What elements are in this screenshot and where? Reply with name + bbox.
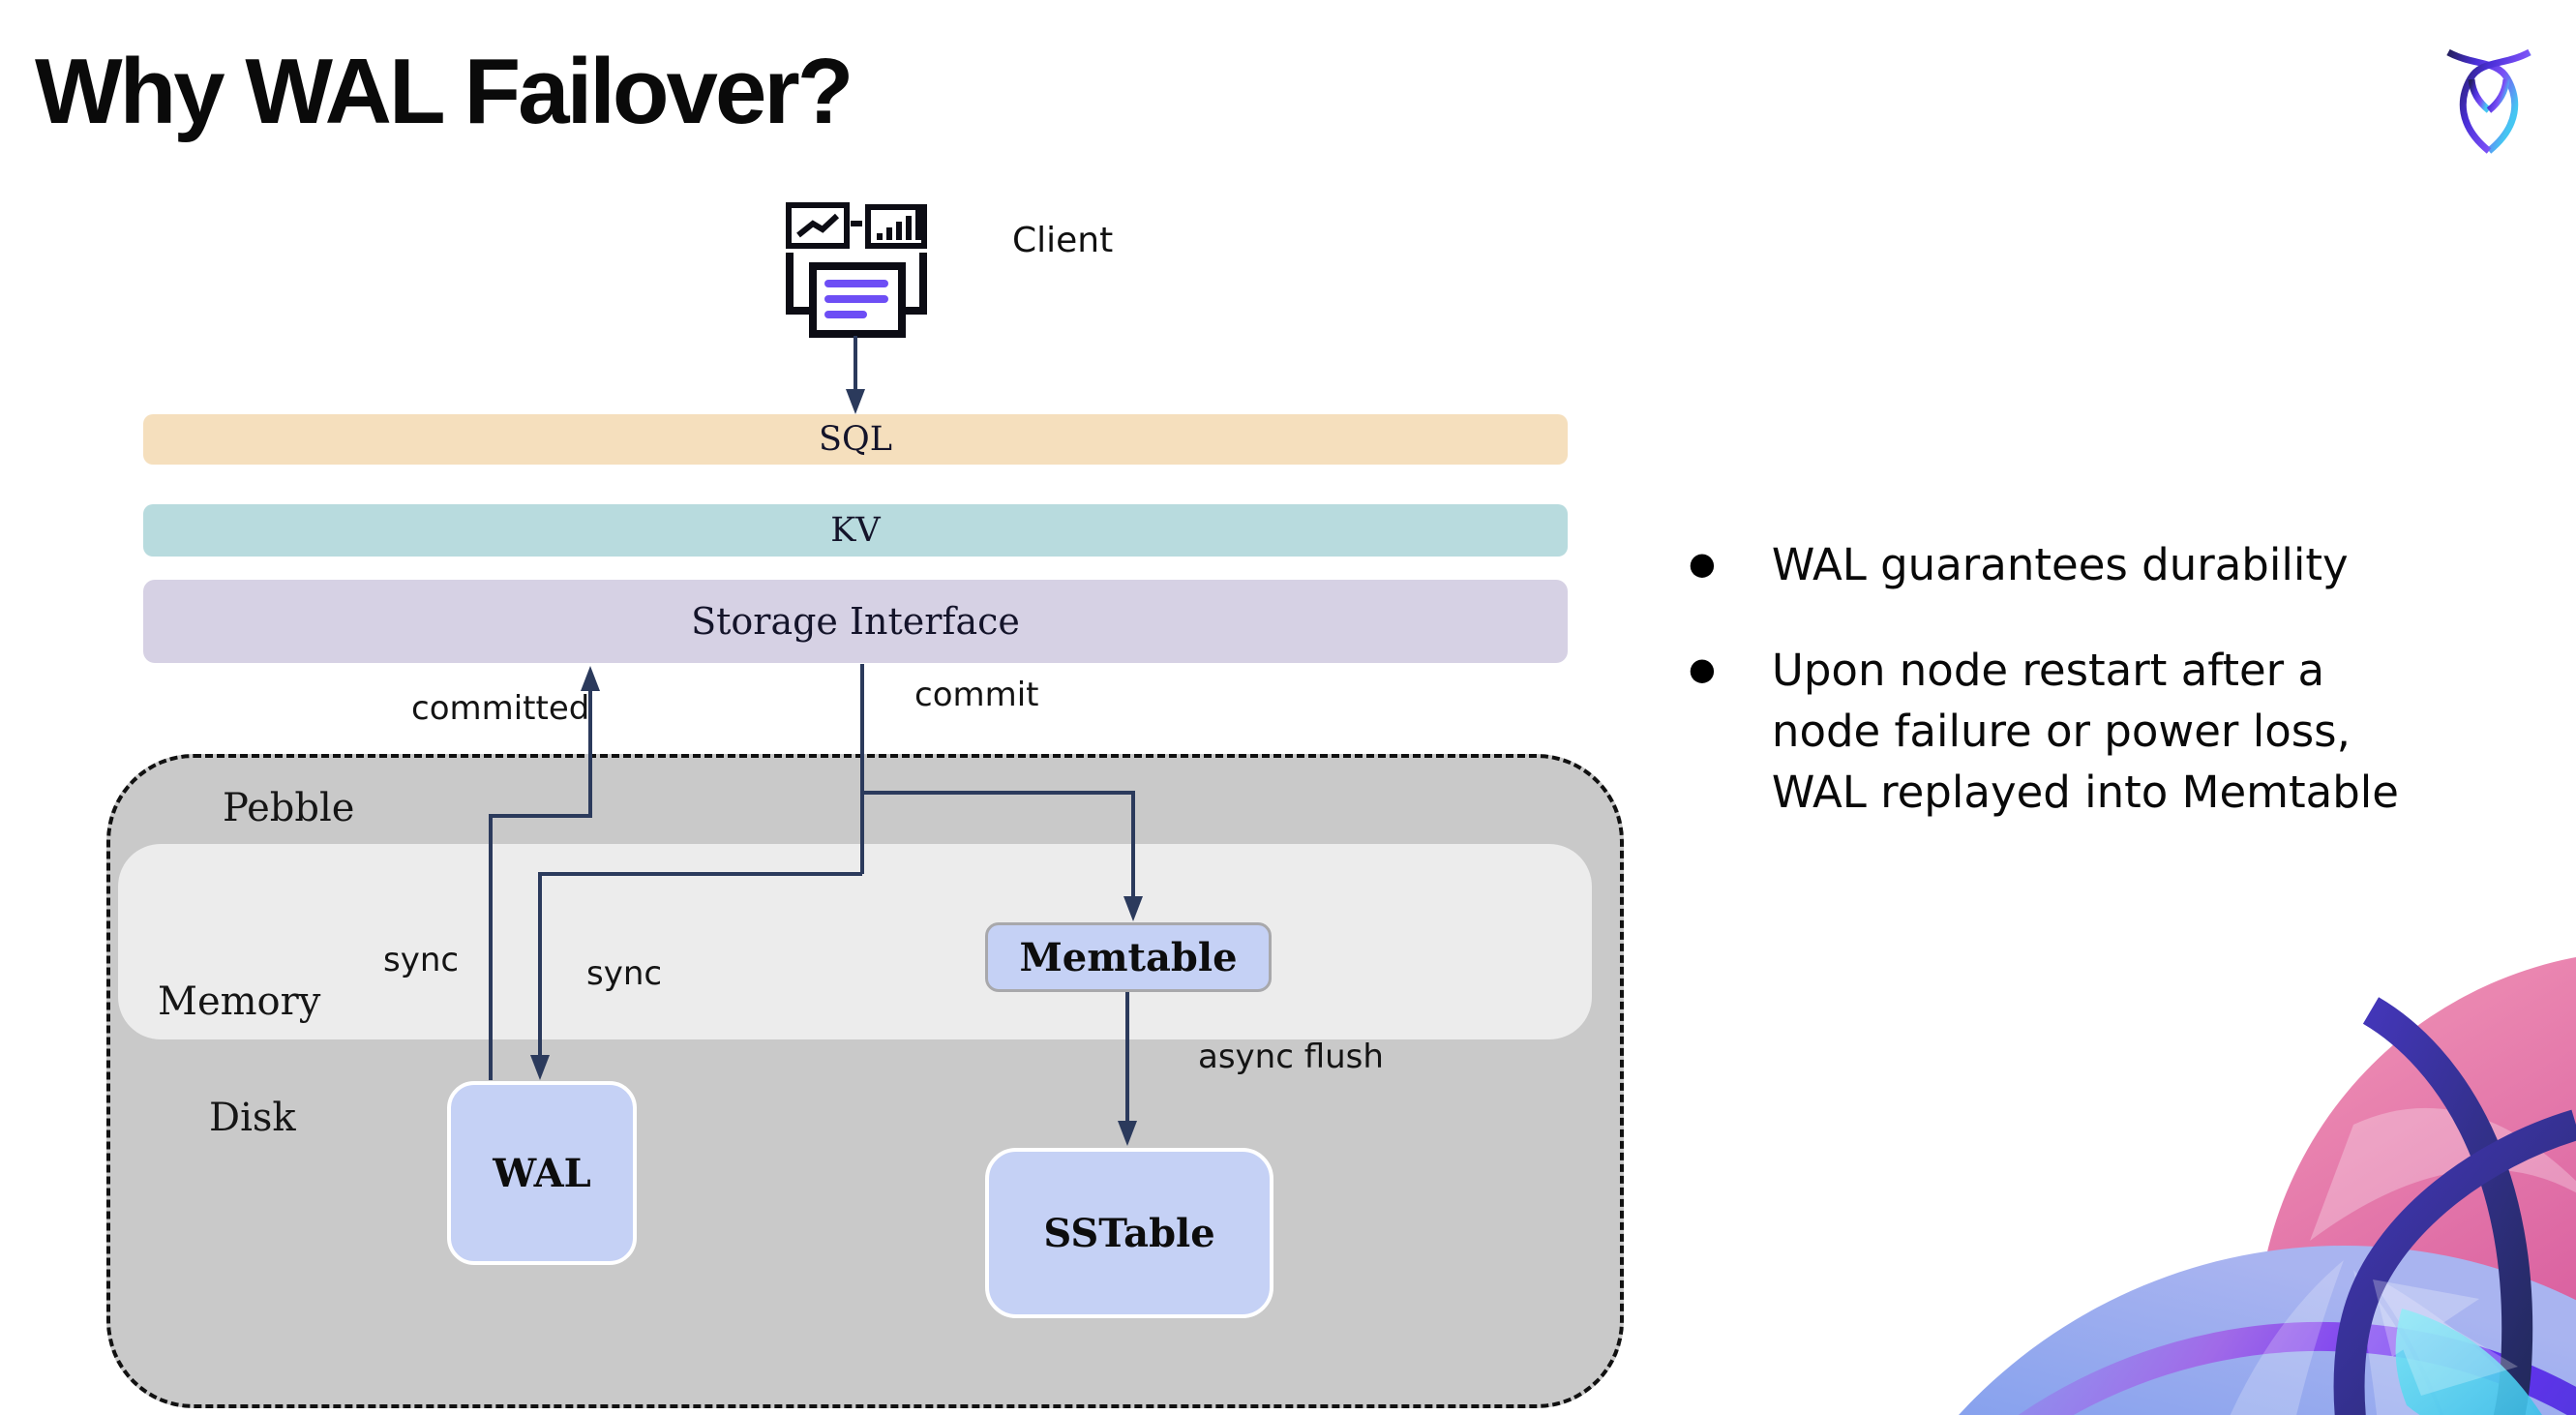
- memory-label: Memory: [158, 979, 321, 1024]
- sync-right-label: sync: [586, 954, 663, 993]
- bullet-item: ● Upon node restart after a node failure…: [1689, 640, 2560, 823]
- sql-layer-bar: SQL: [143, 414, 1568, 465]
- bullet-dot: ●: [1689, 650, 1716, 687]
- wal-node: WAL: [447, 1081, 637, 1265]
- bullet-item: ● WAL guarantees durability: [1689, 534, 2560, 595]
- memtable-node-label: Memtable: [1019, 934, 1238, 980]
- bullet-text: Upon node restart after a node failure o…: [1771, 645, 2399, 818]
- memory-region: [118, 844, 1592, 1039]
- bullet-text: WAL guarantees durability: [1771, 539, 2349, 590]
- sstable-node: SSTable: [985, 1148, 1273, 1318]
- storage-interface-label: Storage Interface: [691, 600, 1020, 643]
- page-title: Why WAL Failover?: [35, 40, 854, 143]
- memtable-node: Memtable: [985, 922, 1272, 992]
- sync-left-label: sync: [383, 941, 460, 979]
- cockroachdb-logo-icon: [2441, 41, 2537, 159]
- commit-label: commit: [914, 676, 1039, 714]
- kv-layer-bar: KV: [143, 504, 1568, 557]
- bullet-dot: ●: [1689, 545, 1716, 582]
- bullet-list: ● WAL guarantees durability ● Upon node …: [1689, 534, 2560, 823]
- async-flush-label: async flush: [1198, 1038, 1384, 1076]
- storage-interface-bar: Storage Interface: [143, 580, 1568, 663]
- sstable-node-label: SSTable: [1043, 1210, 1215, 1256]
- wal-node-label: WAL: [493, 1150, 591, 1196]
- disk-label: Disk: [209, 1096, 296, 1140]
- sql-layer-label: SQL: [819, 420, 892, 459]
- pebble-label: Pebble: [223, 786, 355, 830]
- committed-label: committed: [411, 689, 590, 728]
- client-workstation-icon: [774, 189, 939, 339]
- client-label: Client: [1012, 221, 1114, 260]
- kv-layer-label: KV: [830, 511, 881, 550]
- cockroach-brand-artwork: [1937, 950, 2576, 1415]
